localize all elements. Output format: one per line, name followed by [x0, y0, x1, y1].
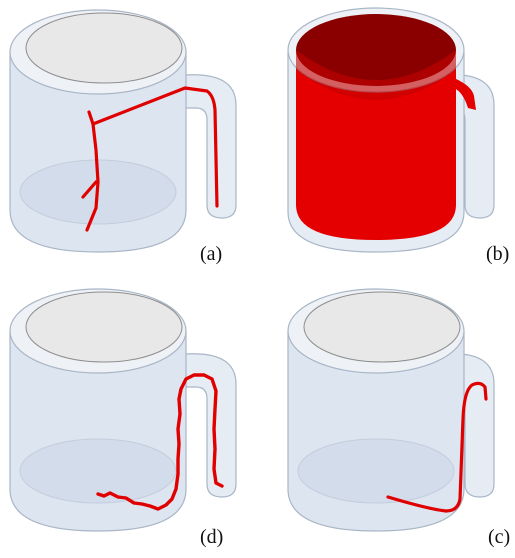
- mug-d: [9, 288, 237, 532]
- mug-b-figure: [287, 7, 495, 253]
- volume-fill: [296, 60, 456, 240]
- mug-c: [287, 288, 495, 532]
- panel-label-d: (d): [200, 526, 224, 548]
- mug-opening: [25, 291, 183, 363]
- panel-c: (c): [258, 279, 515, 558]
- mug-handle: [184, 353, 237, 498]
- mug-opening: [303, 291, 461, 363]
- skeleton-path: [81, 86, 219, 232]
- panel-label-b: (b): [486, 243, 510, 265]
- mug-inner-bottom: [297, 438, 455, 504]
- panel-b: (b): [258, 0, 515, 279]
- mug-a-figure: [9, 9, 237, 253]
- skeleton-twig: [81, 180, 98, 199]
- volume-fill-spill: [454, 78, 476, 110]
- panel-label-a: (a): [200, 243, 223, 265]
- mug-a: [9, 9, 237, 253]
- mug-handle: [184, 74, 237, 219]
- mug-d-figure: [9, 288, 237, 532]
- skeleton-trunk: [85, 110, 100, 232]
- volume-fill-shade: [296, 50, 456, 100]
- panel-a: (a): [0, 0, 257, 279]
- mug-c-figure: [287, 288, 495, 532]
- mug-inner-bottom: [19, 438, 177, 504]
- mug-b: [287, 7, 495, 253]
- mug-opening: [25, 12, 183, 84]
- panel-d: (d): [0, 279, 257, 558]
- panel-label-c: (c): [488, 526, 511, 548]
- skeleton-branch: [91, 86, 219, 208]
- noisy-path: [96, 373, 224, 511]
- smooth-path: [386, 381, 488, 513]
- volume-fill-top: [296, 14, 456, 86]
